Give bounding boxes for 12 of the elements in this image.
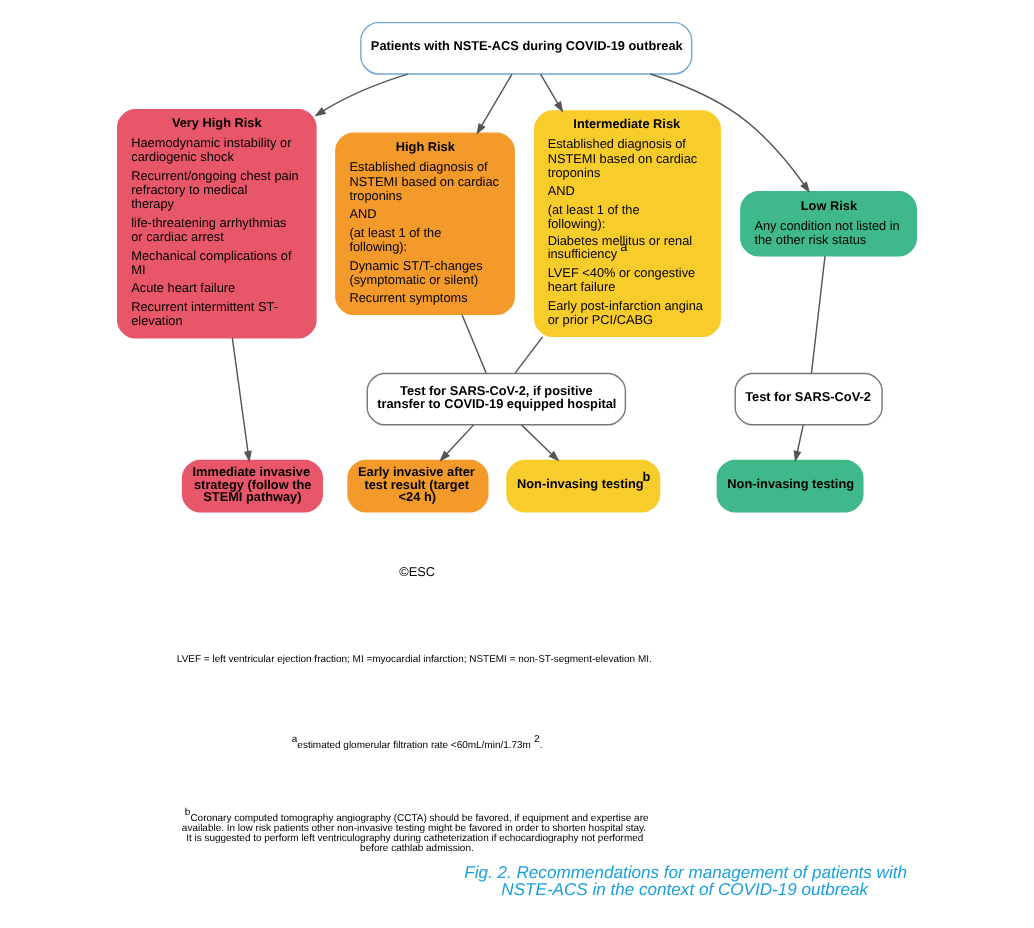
arrow [793, 424, 804, 463]
arrow [520, 424, 560, 462]
caption: Fig. 2. Recommendations for management of patients with NSTE-ACS in the context of COVID-19 outbreak [464, 861, 908, 899]
connector [514, 336, 544, 374]
arrow [314, 73, 409, 117]
arrow [231, 337, 252, 463]
connector [461, 313, 487, 374]
arrow [649, 73, 811, 193]
arrow [439, 424, 475, 462]
arrow [539, 73, 564, 113]
arrow [476, 73, 513, 135]
connector [810, 255, 826, 374]
